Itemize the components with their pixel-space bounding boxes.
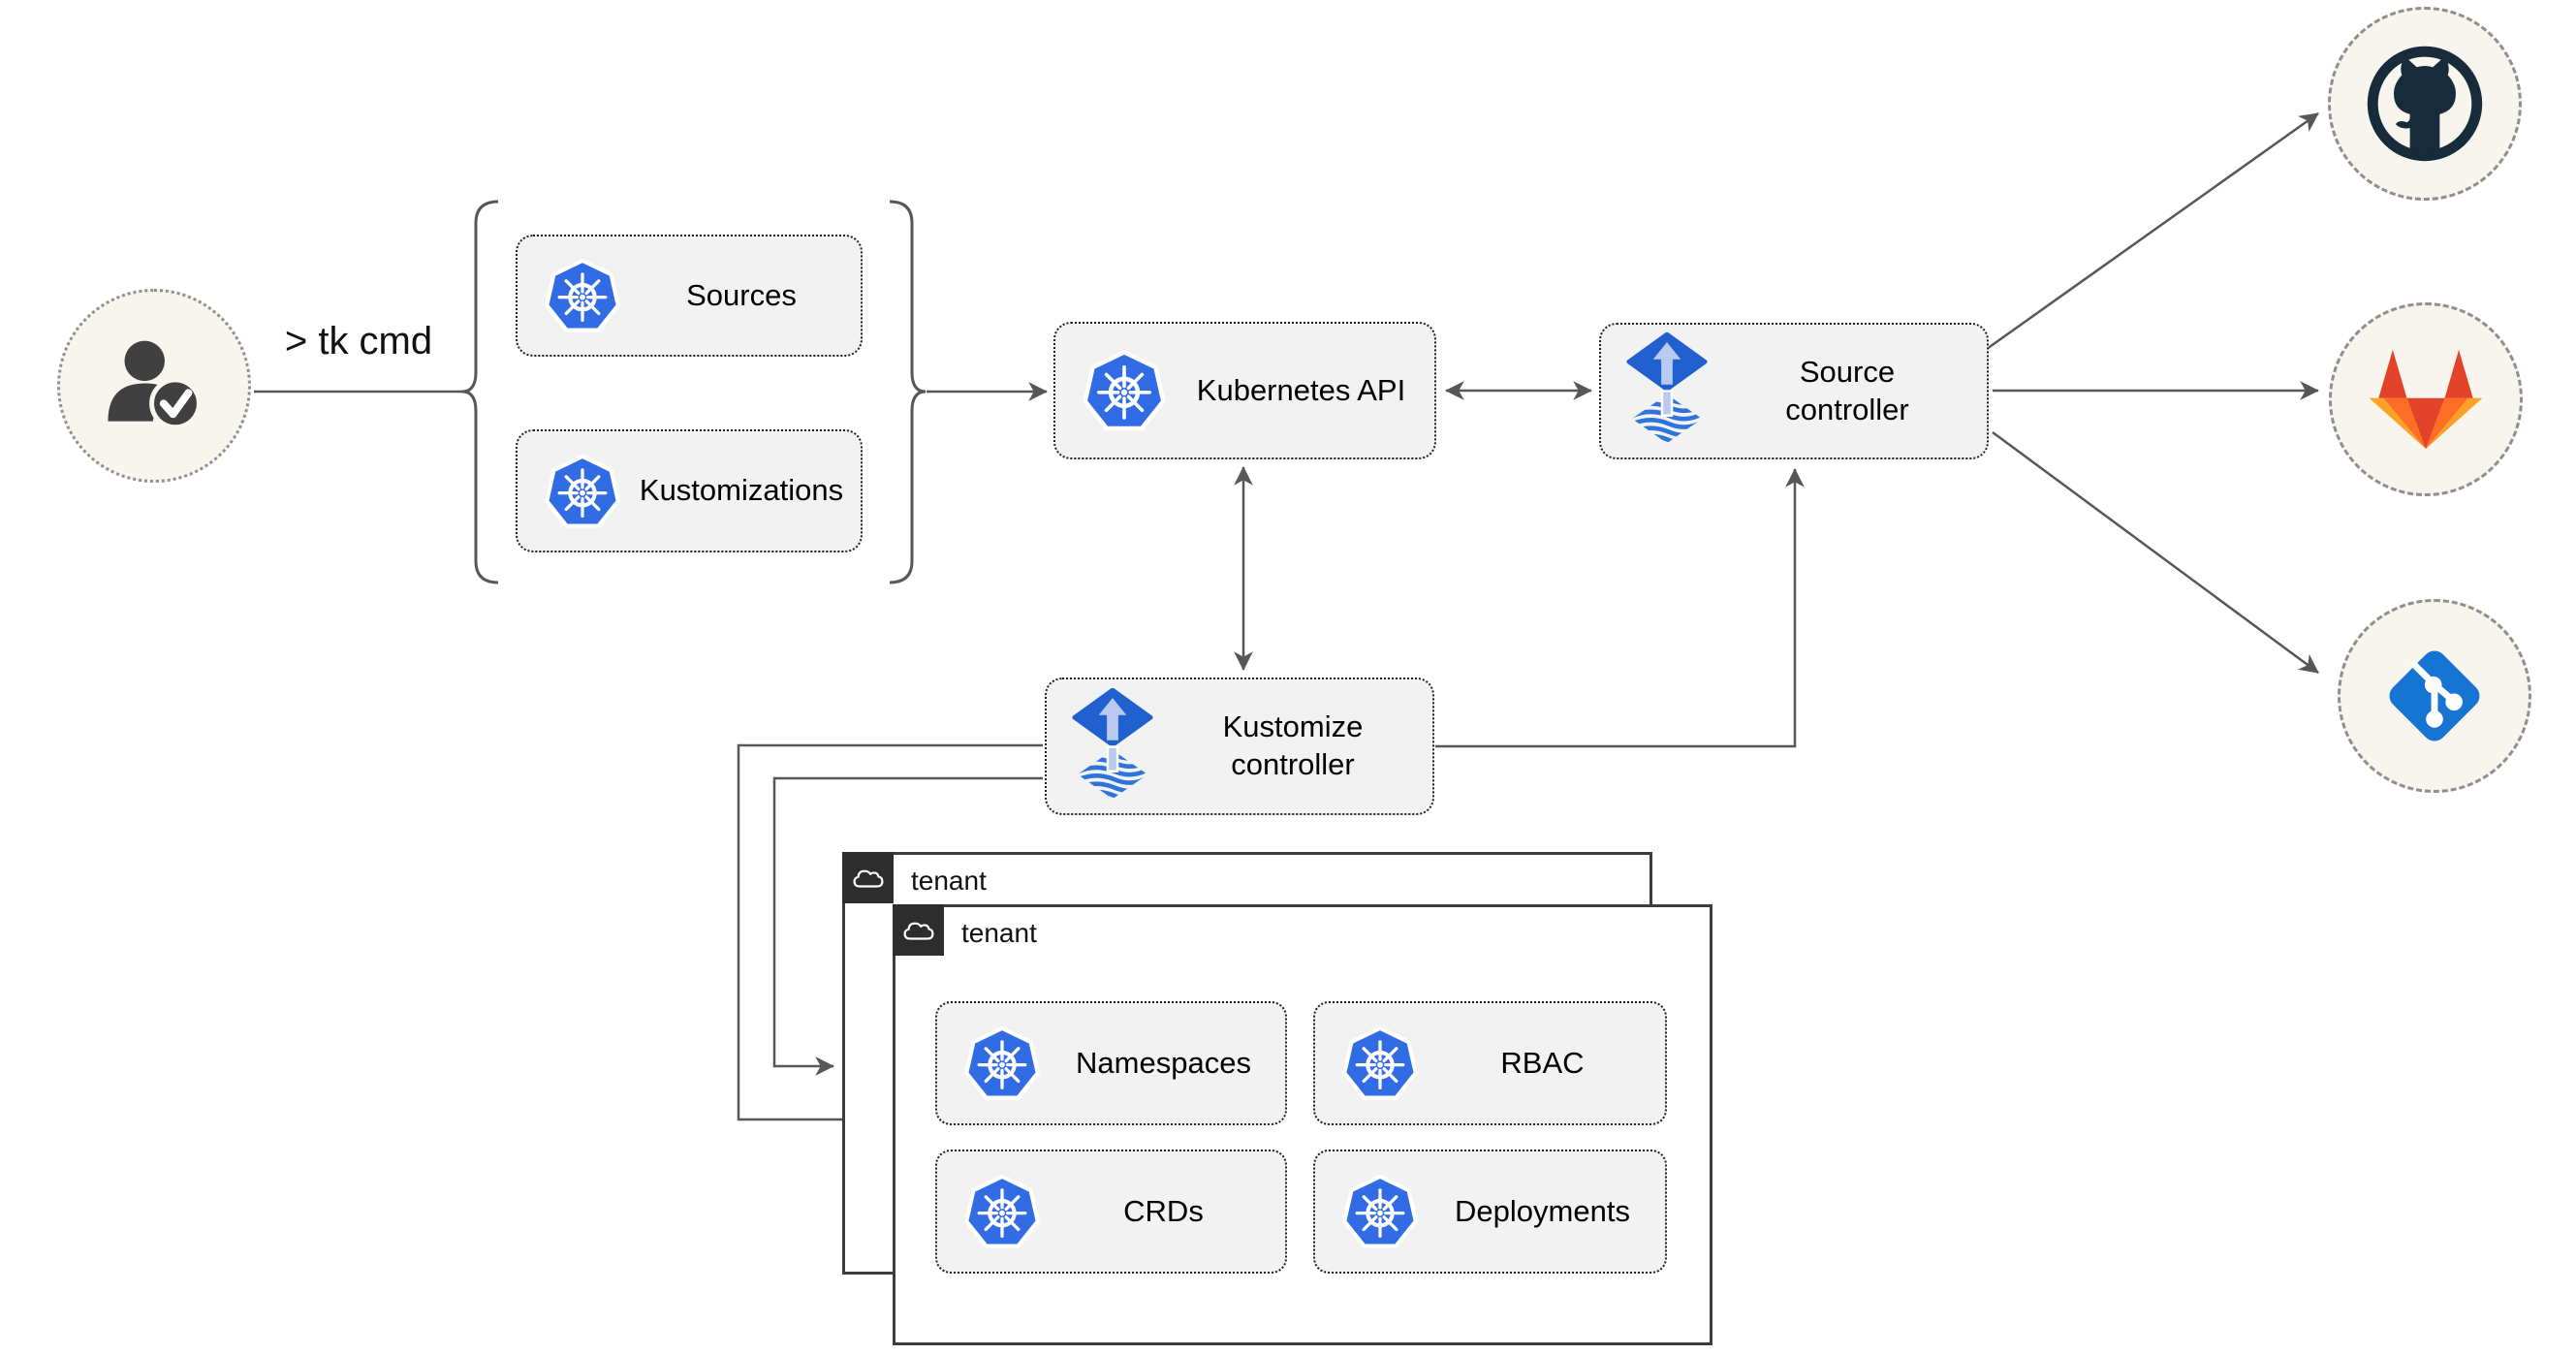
github-icon — [2363, 42, 2487, 166]
flux-icon — [1072, 687, 1153, 805]
tenant-label: tenant — [961, 918, 1037, 948]
node-label: RBAC — [1500, 1045, 1585, 1080]
tk-cmd-label: > tk cmd — [284, 320, 433, 362]
cloud-icon — [851, 865, 886, 891]
kubernetes-icon — [1340, 1024, 1420, 1103]
tenant-box-front: tenant Namespaces — [893, 904, 1712, 1345]
flux-icon — [1626, 332, 1708, 450]
repo-git — [2338, 599, 2531, 793]
brace-right — [889, 200, 927, 584]
node-rbac: RBAC — [1313, 1001, 1667, 1125]
edge-kustomize-to-source — [1435, 468, 1805, 748]
node-label: Kubernetes API — [1196, 372, 1406, 407]
node-label: Source controller — [1785, 354, 1909, 426]
node-label: Sources — [686, 277, 797, 312]
kubernetes-icon — [962, 1172, 1042, 1251]
node-label: Deployments — [1455, 1193, 1630, 1228]
kubernetes-icon — [543, 256, 622, 335]
node-kustomizations: Kustomizations — [516, 429, 863, 552]
tenant-header — [842, 852, 894, 903]
gitlab-icon — [2367, 345, 2485, 454]
node-namespaces: Namespaces — [935, 1001, 1287, 1125]
node-source-controller: Source controller — [1599, 323, 1989, 459]
node-label: CRDs — [1123, 1193, 1204, 1228]
cloud-icon — [901, 917, 936, 943]
node-kubernetes-api: Kubernetes API — [1053, 322, 1436, 459]
user-node — [57, 289, 251, 483]
kubernetes-icon — [543, 452, 622, 531]
edge-source-to-github — [1986, 111, 2319, 351]
user-check-icon — [95, 327, 213, 445]
edge-source-to-git — [1992, 430, 2319, 675]
node-kustomize-controller: Kustomize controller — [1045, 678, 1434, 815]
kubernetes-icon — [1340, 1172, 1420, 1251]
kubernetes-icon — [1081, 347, 1168, 434]
edge-kustomize-to-tenant-front — [737, 743, 1043, 1129]
brace-left — [461, 200, 499, 584]
node-label: Kustomizations — [639, 473, 844, 508]
git-icon — [2373, 635, 2496, 757]
node-sources: Sources — [516, 235, 863, 357]
repo-gitlab — [2329, 302, 2523, 496]
node-deployments: Deployments — [1313, 1150, 1667, 1274]
node-label: Namespaces — [1076, 1045, 1251, 1080]
tenant-label: tenant — [911, 866, 987, 896]
node-label: Kustomize controller — [1222, 709, 1364, 781]
repo-github — [2328, 7, 2522, 201]
kubernetes-icon — [962, 1024, 1042, 1103]
tenant-header — [893, 904, 944, 956]
node-crds: CRDs — [935, 1150, 1287, 1274]
edge-kustomize-to-tenant-back — [772, 776, 1043, 1076]
